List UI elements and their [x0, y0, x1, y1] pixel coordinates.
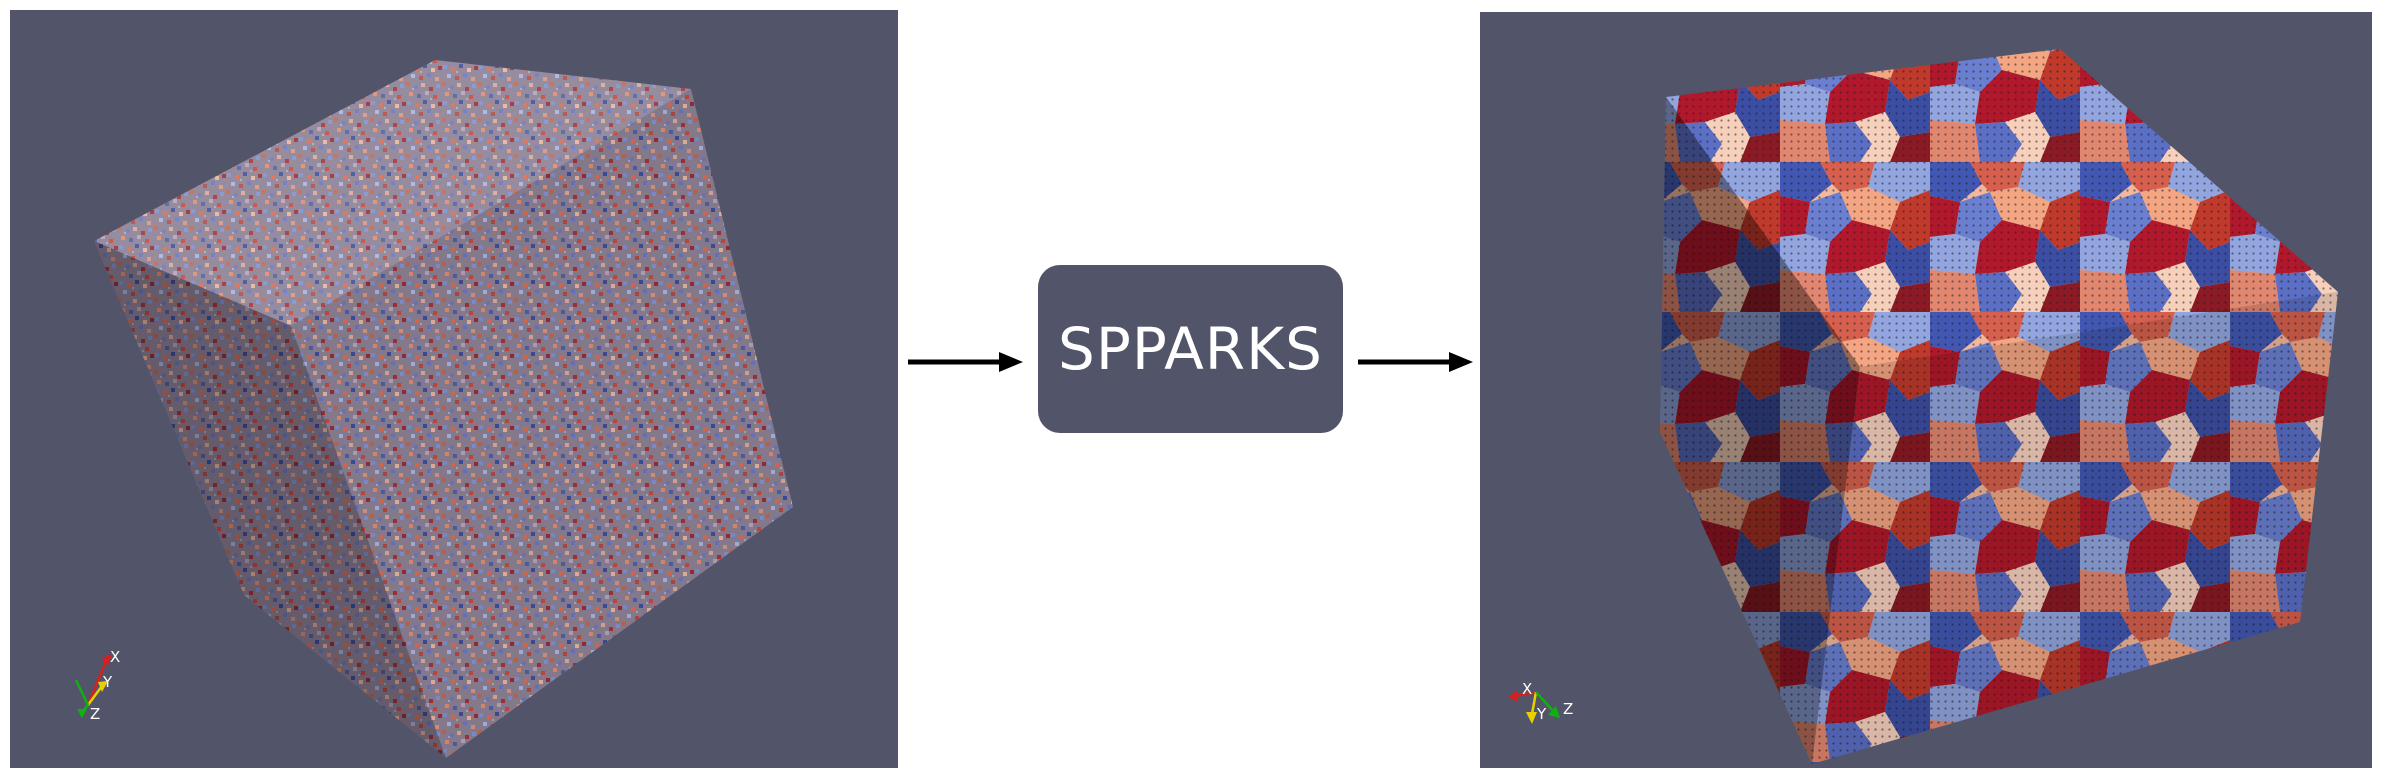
initial-microstructure-viewport: X Y Z [10, 10, 898, 768]
axis-x-label: X [110, 648, 120, 666]
cube-left-face [94, 241, 446, 758]
axis-z-label: Z [90, 705, 100, 723]
initial-cube-render: X Y Z [74, 60, 793, 758]
evolved-microstructure-viewport: X Y Z [1480, 12, 2372, 768]
cube-top-face [94, 60, 691, 326]
output-arrow [1358, 352, 1473, 372]
axis-y-label: Y [1536, 705, 1547, 723]
axis-z-label: Z [1563, 700, 1573, 718]
orientation-axes: X Y Z [1508, 680, 1573, 724]
input-arrow [908, 352, 1023, 372]
spparks-process-box: SPPARKS [1038, 265, 1343, 433]
axis-y-label: Y [102, 673, 113, 691]
process-label: SPPARKS [1058, 315, 1323, 383]
axis-x-label: X [1522, 680, 1532, 698]
evolved-cube-render: X Y Z [1508, 49, 2338, 764]
orientation-axes: X Y Z [74, 648, 120, 723]
cube-right-face [291, 89, 793, 758]
